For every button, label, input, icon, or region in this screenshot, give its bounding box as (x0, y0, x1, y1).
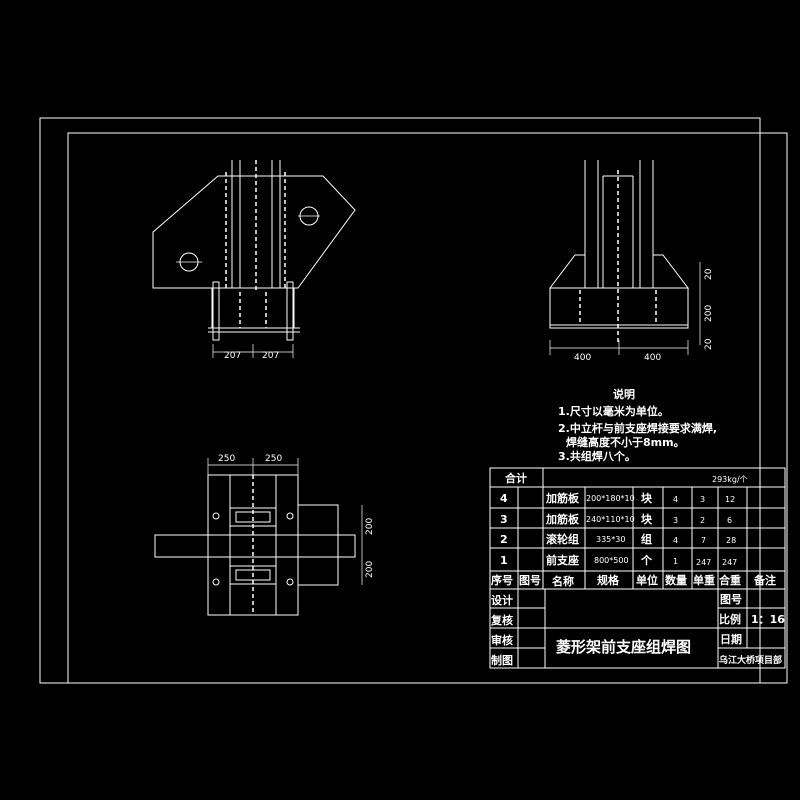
dim-plan-left: 250 (218, 454, 235, 464)
row-unit: 组 (641, 532, 652, 546)
front-view: 207 207 (152, 160, 356, 361)
header-unit: 单位 (636, 573, 658, 587)
row-qty: 4 (673, 495, 678, 504)
dim-front-right: 207 (262, 351, 279, 361)
row-name: 加筋板 (545, 512, 580, 526)
row-total-wt: 28 (726, 536, 736, 545)
title-block: 设计 复核 审核 制图 菱形架前支座组焊图 图号 比例 1：16 日期 乌江大桥… (490, 589, 785, 668)
header-spec: 规格 (597, 573, 620, 587)
row-unit-wt: 3 (700, 495, 705, 504)
total-value: 293kg/个 (712, 475, 748, 484)
organization: 乌江大桥项目部 (719, 654, 782, 666)
row-unit-wt: 7 (701, 536, 706, 545)
dim-plan-v-top: 200 (365, 518, 375, 535)
row-no: 4 (500, 492, 508, 505)
row-unit: 块 (641, 512, 653, 526)
total-label: 合计 (505, 471, 527, 485)
check-label: 复核 (490, 613, 513, 627)
bom-table: 合计 293kg/个 4 加筋板 200*180*10 块 4 3 12 3 加… (489, 467, 786, 669)
design-label: 设计 (491, 593, 513, 607)
row-unit-wt: 2 (700, 516, 705, 525)
date-label: 日期 (720, 632, 742, 646)
plan-view: 250 250 200 200 (154, 454, 375, 616)
note-2-cont: 焊缝高度不小于8mm。 (566, 435, 685, 449)
row-unit: 块 (641, 491, 653, 505)
row-total-wt: 12 (725, 495, 735, 504)
header-remark: 备注 (753, 573, 776, 587)
draft-label: 制图 (491, 653, 513, 667)
dim-side-left: 400 (574, 353, 591, 363)
dim-side-v-top: 20 (704, 268, 714, 280)
row-spec: 200*180*10 (586, 494, 635, 503)
dim-side-right: 400 (644, 353, 661, 363)
header-no: 序号 (491, 573, 513, 587)
note-1: 1.尺寸以毫米为单位。 (558, 404, 669, 418)
table-header: 序号 图号 名称 规格 单位 数量 单重 合重 备注 (491, 573, 776, 588)
note-3: 3.共组焊八个。 (558, 449, 636, 463)
dim-side-v-bot: 20 (704, 338, 714, 350)
row-unit-wt: 247 (696, 558, 711, 567)
dim-front-left: 207 (224, 351, 241, 361)
table-row: 3 加筋板 240*110*10 块 3 2 6 (500, 512, 732, 526)
row-spec: 800*500 (594, 556, 629, 565)
row-total-wt: 247 (722, 558, 737, 567)
header-total-wt: 合重 (719, 573, 741, 587)
row-qty: 4 (673, 536, 678, 545)
review-label: 审核 (491, 633, 513, 647)
dim-plan-right: 250 (265, 454, 282, 464)
row-name: 前支座 (546, 553, 579, 567)
scale-label: 比例 (719, 612, 741, 626)
row-unit: 个 (640, 553, 653, 567)
row-no: 1 (500, 554, 508, 567)
note-2: 2.中立杆与前支座焊接要求满焊, (558, 421, 717, 435)
table-row: 4 加筋板 200*180*10 块 4 3 12 (500, 491, 735, 505)
header-qty: 数量 (665, 573, 687, 587)
header-unit-wt: 单重 (693, 573, 715, 587)
table-row: 2 滚轮组 335*30 组 4 7 28 (500, 532, 736, 546)
header-drawing: 图号 (519, 574, 541, 587)
side-view: 400 400 20 200 20 (548, 160, 714, 363)
scale-value: 1：16 (751, 613, 785, 626)
row-total-wt: 6 (727, 516, 732, 525)
header-name: 名称 (552, 574, 574, 588)
drawing-title: 菱形架前支座组焊图 (556, 638, 691, 656)
row-no: 2 (500, 533, 508, 546)
row-spec: 240*110*10 (586, 515, 635, 524)
dim-side-v-mid: 200 (704, 305, 714, 322)
row-name: 加筋板 (545, 491, 580, 505)
row-no: 3 (500, 513, 508, 526)
dim-plan-v-bot: 200 (365, 561, 375, 578)
row-qty: 3 (673, 516, 678, 525)
drawing-no-label: 图号 (720, 593, 742, 606)
notes-title: 说明 (613, 387, 635, 401)
inner-frame (67, 132, 788, 684)
table-row: 1 前支座 800*500 个 1 247 247 (500, 553, 737, 567)
notes: 说明 1.尺寸以毫米为单位。 2.中立杆与前支座焊接要求满焊, 焊缝高度不小于8… (558, 387, 717, 463)
row-spec: 335*30 (596, 535, 625, 544)
outer-frame (39, 117, 761, 684)
row-qty: 1 (673, 557, 678, 566)
row-name: 滚轮组 (546, 532, 579, 546)
